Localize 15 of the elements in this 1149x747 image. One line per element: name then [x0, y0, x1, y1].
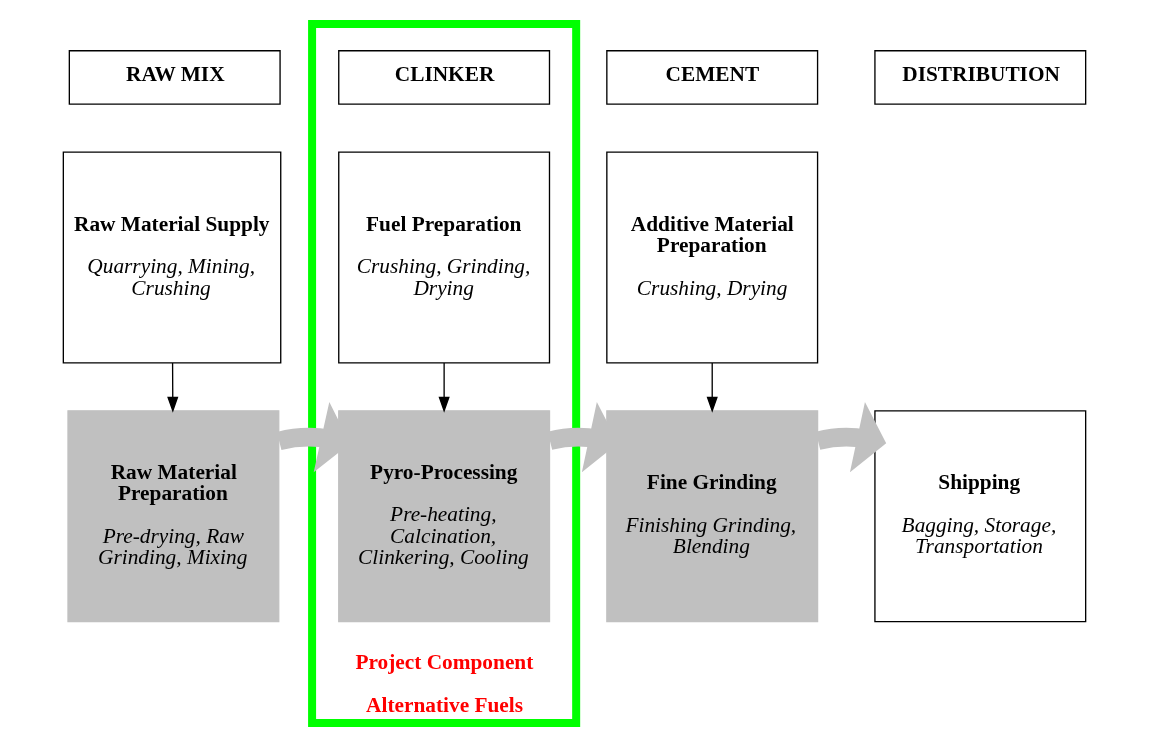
arrow [438, 362, 450, 413]
arrow [706, 362, 718, 413]
node-box: RAW MIX [68, 50, 281, 105]
node-box: Fuel Preparation Crushing, Grinding, Drying [338, 151, 551, 364]
node-box: Pyro-Processing Pre-heating, Calcination, Clinkering, Cooling [338, 410, 551, 623]
node-box: CLINKER [338, 50, 551, 105]
arrow [167, 362, 179, 413]
node-box: Raw Material Preparation Pre-drying, Raw Grinding, Mixing [67, 410, 280, 623]
arrow [815, 401, 887, 473]
node-box: Raw Material Supply Quarrying, Mining, Crushing [62, 151, 282, 364]
node-box: CEMENT [606, 50, 819, 105]
node-box: Fine Grinding Finishing Grinding, Blending [606, 410, 819, 623]
node-box: Shipping Bagging, Storage, Transportation [874, 410, 1087, 623]
node-box: Additive Material Preparation Crushing, Drying [606, 151, 819, 364]
node-box: DISTRIBUTION [874, 50, 1087, 105]
